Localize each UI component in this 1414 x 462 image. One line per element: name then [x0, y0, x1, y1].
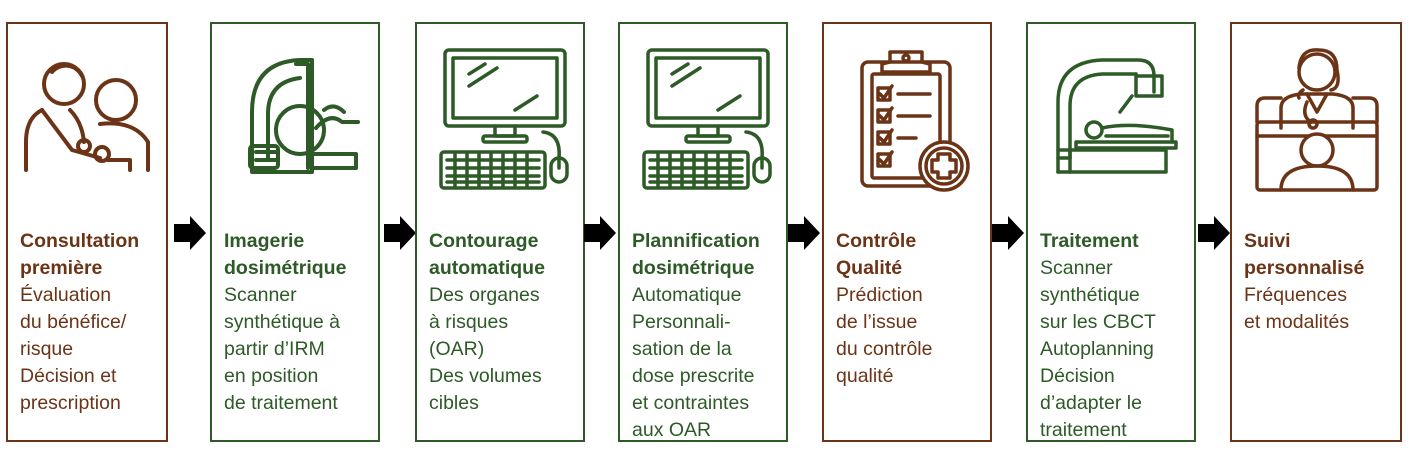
- doctor-patient-icon: [24, 62, 150, 172]
- arrow-right-icon: [992, 216, 1024, 250]
- doctor-desk-icon: [1255, 48, 1379, 192]
- computer-icon: [439, 48, 569, 190]
- mri-scanner-icon: [248, 58, 360, 174]
- arrow-right-icon: [384, 216, 416, 250]
- computer-icon: [642, 48, 772, 190]
- arrow-right-icon: [584, 216, 616, 250]
- arrow-right-icon: [1198, 216, 1230, 250]
- arrow-right-icon: [788, 216, 820, 250]
- treatment-machine-icon: [1056, 58, 1178, 174]
- clipboard-checklist-icon: [860, 50, 970, 192]
- step-title: Traitement: [1040, 230, 1139, 252]
- arrow-right-icon: [174, 216, 206, 250]
